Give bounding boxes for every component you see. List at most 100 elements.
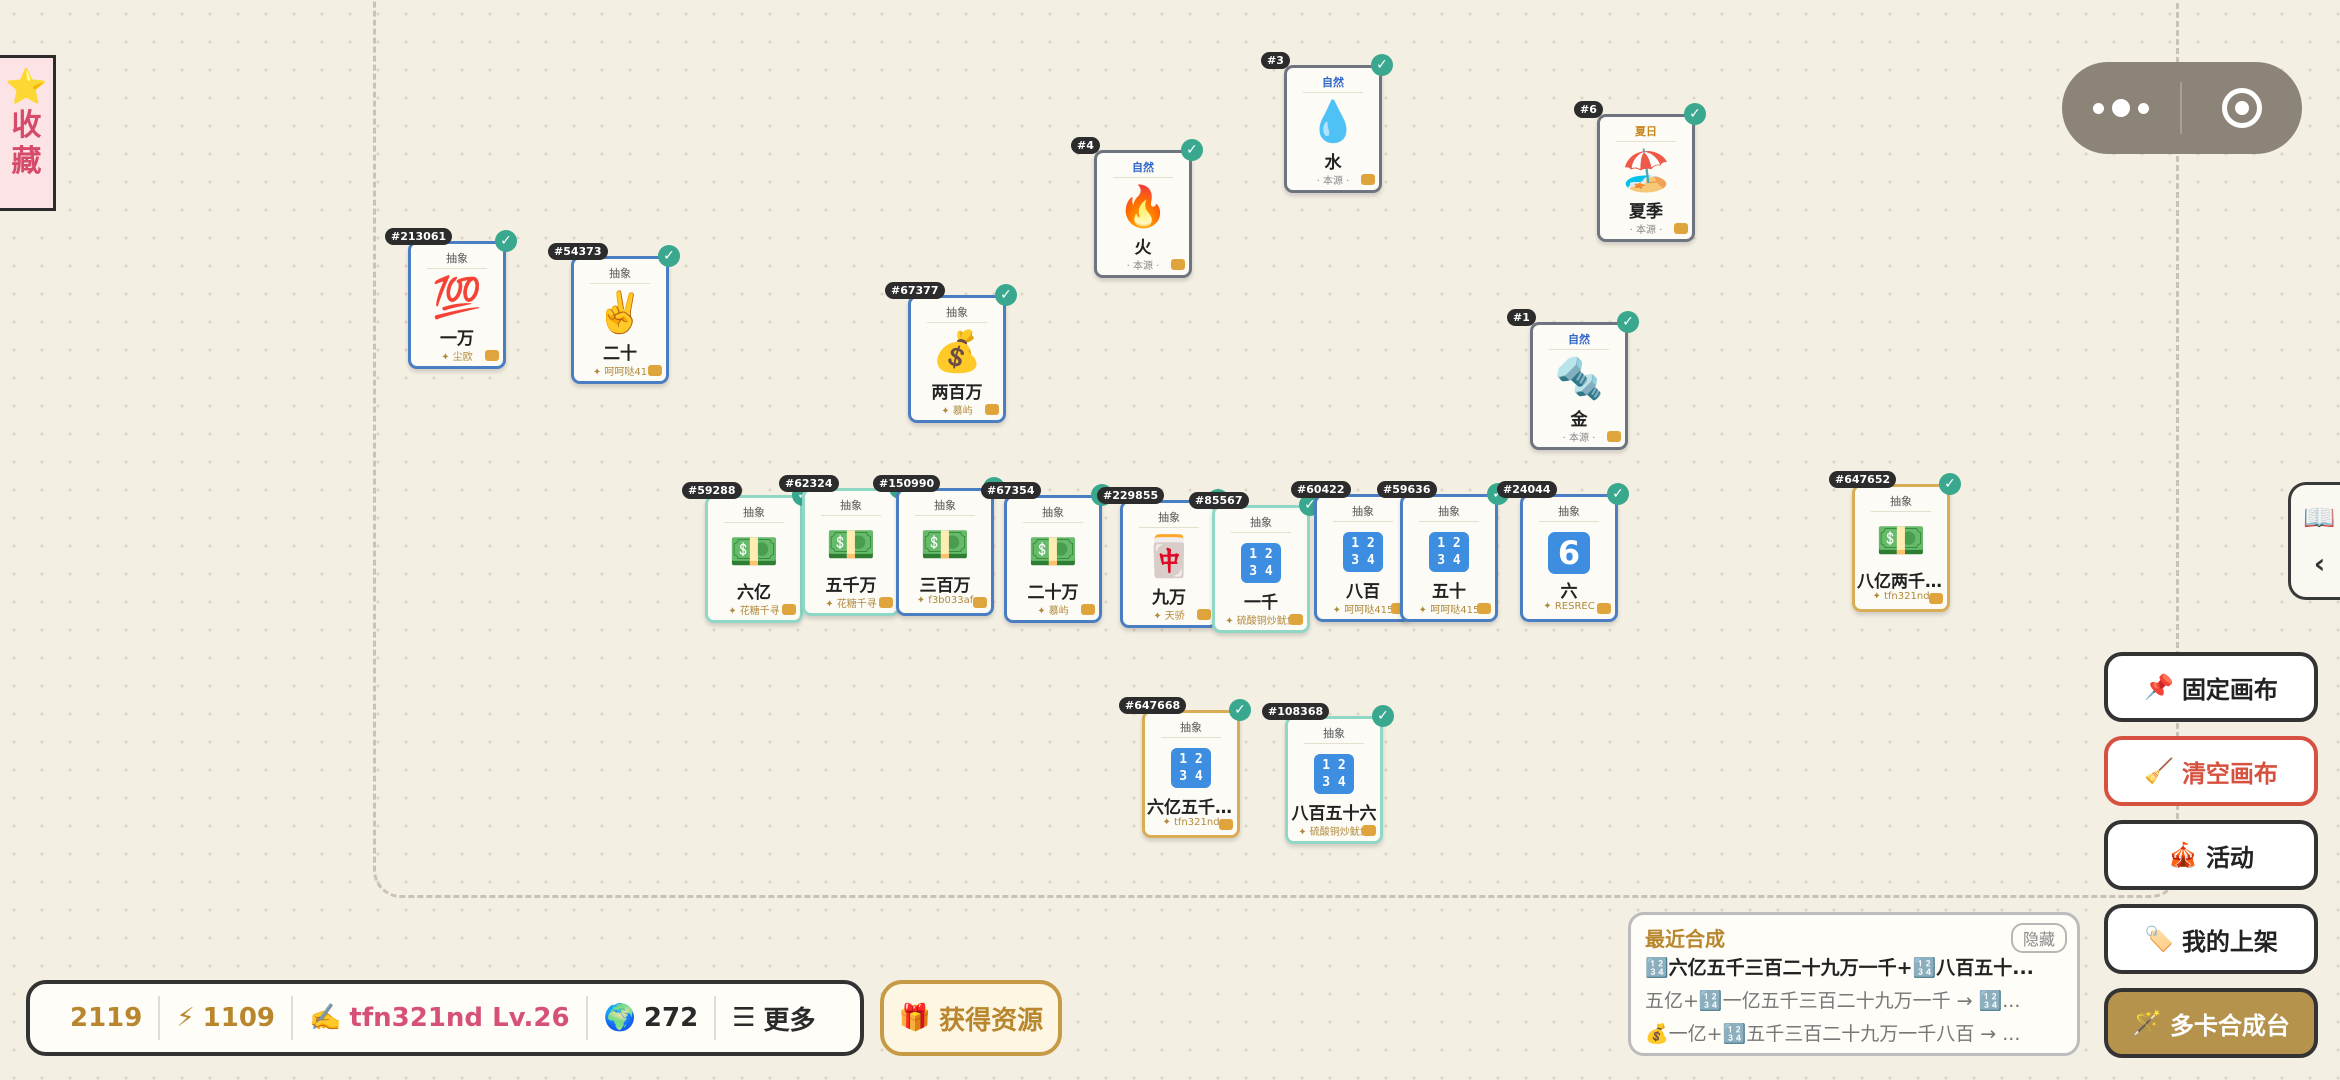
card-name: 六亿五千三...	[1147, 798, 1235, 818]
my-listings-button[interactable]: 🏷️ 我的上架	[2104, 904, 2318, 974]
recent-row[interactable]: 💰一亿+🔢五千三百二十九万一千八百 → ...	[1645, 1023, 2021, 1045]
card-id-badge: #213061	[385, 228, 453, 245]
element-card[interactable]: #1✓自然🔩金· 本源 ·	[1507, 309, 1639, 450]
sidebar-toggle[interactable]: 📖 ‹	[2288, 482, 2340, 600]
card-author: · 本源 ·	[1562, 433, 1596, 444]
element-card[interactable]: #6✓夏日🏖️夏季· 本源 ·	[1574, 101, 1706, 242]
element-card[interactable]: #3✓自然💧水· 本源 ·	[1261, 52, 1393, 193]
card-category: 抽象	[446, 252, 468, 265]
check-icon: ✓	[1607, 483, 1629, 505]
card-emoji-icon: 🏖️	[1621, 148, 1671, 194]
recent-synthesis-panel: 最近合成 隐藏 🔢六亿五千三百二十九万一千+🔢八百五十... 五亿+🔢一亿五千三…	[1628, 912, 2080, 1056]
element-card[interactable]: #213061✓抽象💯一万✦ 尘欧	[385, 228, 517, 369]
card-id-badge: #3	[1261, 52, 1290, 69]
get-resources-button[interactable]: 🎁 获得资源	[880, 980, 1062, 1056]
energy-display: ⚡ 1109	[160, 996, 294, 1040]
check-icon: ✓	[495, 230, 517, 252]
multi-card-synth-button[interactable]: 🪄 多卡合成台	[2104, 988, 2318, 1058]
card-name: 二十万	[1027, 583, 1079, 603]
check-icon: ✓	[658, 245, 680, 267]
card-name: 一万	[440, 329, 474, 349]
writing-hand-icon: ✍️	[309, 1003, 342, 1033]
element-card[interactable]: #59288✓抽象💵六亿✦ 花糖千寻	[682, 482, 814, 623]
check-icon: ✓	[1181, 139, 1203, 161]
card-tag-icon	[1171, 259, 1185, 270]
tag-icon: 🏷️	[2144, 925, 2174, 953]
card-author: ✦ 硫酸铜炒鱿鱼	[1298, 827, 1370, 838]
card-tag-icon	[973, 597, 987, 608]
check-icon: ✓	[1371, 54, 1393, 76]
card-name: 五十	[1432, 582, 1466, 602]
target-icon	[2222, 88, 2262, 128]
pin-icon: 📌	[2144, 673, 2174, 701]
card-category: 抽象	[1180, 721, 1202, 734]
card-author: ✦ 慕屿	[1037, 606, 1069, 617]
card-id-badge: #59288	[682, 482, 742, 499]
element-card[interactable]: #647652✓抽象💵八亿两千三...✦ tfn321nd	[1829, 471, 1961, 612]
card-emoji-icon: 6	[1523, 527, 1615, 575]
card-emoji-icon: 🔥	[1118, 184, 1168, 230]
card-category: 抽象	[1890, 495, 1912, 508]
gift-icon: 🎁	[898, 1003, 932, 1033]
check-icon: ✓	[995, 284, 1017, 306]
card-id-badge: #85567	[1189, 492, 1249, 509]
card-emoji-icon: 💵	[1028, 529, 1078, 575]
more-button[interactable]: ☰ 更多	[732, 1003, 816, 1036]
pin-canvas-button[interactable]: 📌 固定画布	[2104, 652, 2318, 722]
card-id-badge: #6	[1574, 101, 1603, 118]
card-tag-icon	[782, 604, 796, 615]
element-card[interactable]: #62324✓抽象💵五千万✦ 花糖千寻	[779, 475, 911, 616]
card-name: 三百万	[919, 576, 971, 596]
element-card[interactable]: #150990✓抽象💵三百万✦ f3b033af	[873, 475, 1005, 616]
card-id-badge: #59636	[1377, 481, 1437, 498]
element-card[interactable]: #54373✓抽象✌️二十✦ 呵呵哒41	[548, 243, 680, 384]
recent-row[interactable]: 五亿+🔢一亿五千三百二十九万一千 → 🔢...	[1645, 990, 2021, 1012]
globe-display[interactable]: 🌍 272	[588, 996, 717, 1040]
card-category: 抽象	[1558, 505, 1580, 518]
card-tag-icon	[879, 597, 893, 608]
events-button[interactable]: 🎪 活动	[2104, 820, 2318, 890]
element-card[interactable]: #67377✓抽象💰两百万✦ 慕屿	[885, 282, 1017, 423]
element-card[interactable]: #4✓自然🔥火· 本源 ·	[1071, 137, 1203, 278]
check-icon: ✓	[1229, 699, 1251, 721]
element-card[interactable]: #67354✓抽象💵二十万✦ 慕屿	[981, 482, 1113, 623]
card-id-badge: #24044	[1497, 481, 1557, 498]
more-options-button[interactable]	[2062, 62, 2180, 154]
card-id-badge: #54373	[548, 243, 608, 260]
card-tag-icon	[1929, 593, 1943, 604]
card-id-badge: #150990	[873, 475, 941, 492]
card-author: ✦ 呵呵哒415	[1332, 605, 1394, 616]
card-id-badge: #4	[1071, 137, 1100, 154]
card-name: 水	[1324, 153, 1342, 173]
element-card[interactable]: #59636✓抽象1 23 4五十✦ 呵呵哒415	[1377, 481, 1509, 622]
card-emoji-icon: 💰	[932, 329, 982, 375]
hide-button[interactable]: 隐藏	[2010, 923, 2067, 953]
card-category: 抽象	[946, 306, 968, 319]
favorites-tab[interactable]: ⭐ 收藏	[0, 55, 56, 211]
user-profile[interactable]: ✍️ tfn321nd Lv.26	[293, 996, 588, 1040]
card-name: 一千	[1244, 593, 1278, 613]
recent-row[interactable]: 🔢六亿五千三百二十九万一千+🔢八百五十...	[1645, 957, 2034, 979]
clear-canvas-button[interactable]: 🧹 清空画布	[2104, 736, 2318, 806]
card-name: 九万	[1152, 588, 1186, 608]
close-miniprogram-button[interactable]	[2182, 88, 2302, 128]
card-author: ✦ tfn321nd	[1872, 591, 1930, 602]
element-card[interactable]: #229855✓抽象🀄九万✦ 天骄	[1097, 487, 1229, 628]
card-tag-icon	[1219, 819, 1233, 830]
card-author: ✦ tfn321nd	[1162, 817, 1220, 828]
element-card[interactable]: #60422✓抽象1 23 4八百✦ 呵呵哒415	[1291, 481, 1423, 622]
globe-icon: 🌍	[603, 1003, 636, 1033]
card-name: 五千万	[825, 576, 877, 596]
card-author: ✦ 天骄	[1153, 611, 1185, 622]
card-tag-icon	[1597, 603, 1611, 614]
book-icon: 📖	[2303, 502, 2336, 533]
